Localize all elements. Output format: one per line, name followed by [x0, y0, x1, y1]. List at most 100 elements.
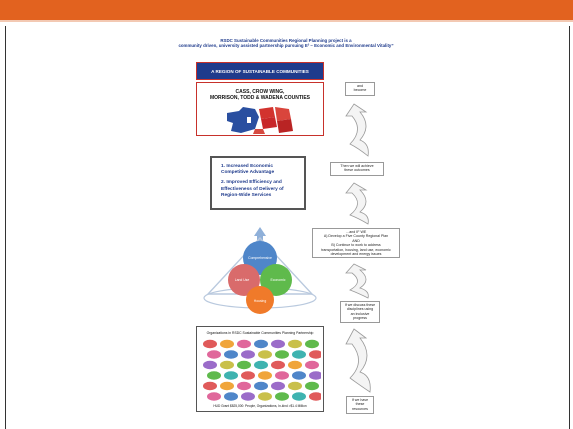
- note-develop-line-6: development and energy issues: [330, 252, 382, 257]
- organization-bubble: [288, 381, 302, 391]
- note-develop-line-5: transportation, housing, land use, econo…: [321, 247, 391, 252]
- map-region-red-2: [261, 117, 277, 129]
- venn-up-arrow: [254, 227, 266, 242]
- note-achieve-line-1: Then we will achieve: [340, 164, 374, 168]
- organization-bubble: [203, 381, 217, 391]
- note-develop-line-1: …and IF WE: [345, 230, 367, 234]
- counties-label: CASS, CROW WING, MORRISON, TODD & WADENA…: [197, 89, 323, 101]
- organization-bubble: [203, 360, 217, 370]
- note-discuss-line-1: If we discuss these: [344, 303, 376, 307]
- venn-circle-right: [260, 264, 292, 296]
- curved-up-arrow-icon: [345, 328, 371, 393]
- organization-bubble: [241, 392, 255, 401]
- organization-bubble: [271, 381, 285, 391]
- organization-bubble: [237, 360, 251, 370]
- bubble-cluster: [203, 339, 321, 401]
- outcomes-box: 1. Increased Economic Competitive Advant…: [210, 156, 306, 210]
- organization-bubble: [305, 381, 319, 391]
- title-line-1: RSDC Sustainable Communities Regional Pl…: [220, 38, 352, 43]
- note-resources-line-3: resources: [352, 406, 368, 411]
- organization-bubble: [220, 339, 234, 349]
- organizations-footer: HUD Grant $825,000: People, Organization…: [213, 404, 307, 408]
- outcome-1-line-2: Competitive Advantage: [221, 170, 275, 176]
- organization-bubble: [207, 371, 221, 380]
- venn-label-bottom: Housing: [254, 299, 267, 303]
- note-discuss-disciplines: If we discuss these disciplines using an…: [340, 301, 380, 323]
- curved-up-arrow-icon: [345, 182, 369, 225]
- organization-bubble: [305, 339, 319, 349]
- organization-bubble: [241, 350, 255, 359]
- organization-bubble: [224, 392, 238, 401]
- map-region-red-5: [253, 129, 265, 134]
- counties-line-1: CASS, CROW WING,: [235, 89, 285, 95]
- organization-bubble: [271, 339, 285, 349]
- organization-bubble: [258, 350, 272, 359]
- organization-bubble: [258, 392, 272, 401]
- organization-bubble: [275, 371, 289, 380]
- organization-bubble: [271, 360, 285, 370]
- organization-bubble: [237, 339, 251, 349]
- slide-title: RSDC Sustainable Communities Regional Pl…: [130, 38, 442, 49]
- organization-bubble: [254, 339, 268, 349]
- organization-bubble: [224, 371, 238, 380]
- venn-label-top: Comprehensive: [248, 256, 272, 260]
- note-if-we-develop: …and IF WE A) Develop a Five County Regi…: [312, 228, 400, 258]
- organization-bubble: [288, 339, 302, 349]
- organization-bubble: [237, 381, 251, 391]
- note-achieve-outcomes: Then we will achieve these outcomes: [330, 162, 384, 176]
- organization-bubble: [241, 371, 255, 380]
- organization-bubble: [292, 350, 306, 359]
- map-region-red-4: [277, 119, 293, 133]
- note-achieve-line-2: these outcomes: [344, 168, 370, 173]
- header-bar: [0, 0, 573, 20]
- planning-venn-diagram: Comprehensive Land Use Economic Housing: [203, 227, 317, 314]
- organizations-header: Organizations in RSDC Sustainable Commun…: [206, 331, 314, 335]
- organization-bubble: [292, 371, 306, 380]
- organization-bubble: [254, 360, 268, 370]
- outcome-1-line-1: 1. Increased Economic: [221, 164, 273, 169]
- organization-bubble: [275, 392, 289, 401]
- organization-bubble: [207, 392, 221, 401]
- outcome-2-line-2: Effectiveness of Delivery of: [221, 186, 284, 192]
- map-region-red-3: [275, 107, 291, 121]
- organization-bubble: [309, 392, 321, 401]
- organization-bubbles: [203, 339, 321, 401]
- note-resources-line-1: If we have: [351, 398, 369, 402]
- note-develop-line-4: B) Continue to work to address: [331, 243, 381, 248]
- venn-label-right: Economic: [271, 278, 286, 282]
- organization-bubble: [288, 360, 302, 370]
- organization-bubble: [275, 350, 289, 359]
- venn-circle-bottom: [246, 286, 274, 314]
- header-stripe: [0, 20, 573, 22]
- organization-bubble: [309, 350, 321, 359]
- slide-frame: [5, 26, 570, 429]
- note-discuss-line-2: disciplines using: [346, 307, 374, 312]
- note-develop-line-3: AND: [352, 238, 360, 243]
- organization-bubble: [224, 350, 238, 359]
- note-discuss-line-4: progress: [353, 316, 367, 321]
- region-banner: A REGION OF SUSTAINABLE COMMUNITIES: [196, 62, 324, 80]
- organization-bubble: [220, 360, 234, 370]
- note-resources-line-2: these: [355, 402, 365, 407]
- note-develop-line-2: A) Develop a Five County Regional Plan: [323, 234, 389, 239]
- counties-map: [227, 107, 293, 134]
- outcome-2-line-3: Region-Wide Services: [221, 192, 272, 198]
- organization-bubble: [203, 339, 217, 349]
- note-have-resources: If we have these resources: [346, 396, 374, 414]
- title-line-2: community driven, university assisted pa…: [178, 43, 394, 49]
- note-become-line-2: become: [353, 88, 367, 93]
- venn-label-left: Land Use: [235, 278, 250, 282]
- organization-bubble: [305, 360, 319, 370]
- venn-circle-left: [228, 264, 260, 296]
- organization-bubble: [207, 350, 221, 359]
- counties-line-2: MORRISON, TODD & WADENA COUNTIES: [209, 95, 310, 101]
- curved-up-arrow-icon: [345, 263, 369, 299]
- map-marker: [247, 117, 251, 123]
- organizations-box: Organizations in RSDC Sustainable Commun…: [196, 326, 324, 412]
- organization-bubble: [309, 371, 321, 380]
- note-become-line-1: and: [357, 84, 363, 88]
- map-region-blue: [227, 107, 259, 133]
- map-region-red-1: [259, 107, 275, 119]
- organization-bubble: [220, 381, 234, 391]
- outcome-2-line-1: 2. Improved Efficiency and: [221, 180, 282, 186]
